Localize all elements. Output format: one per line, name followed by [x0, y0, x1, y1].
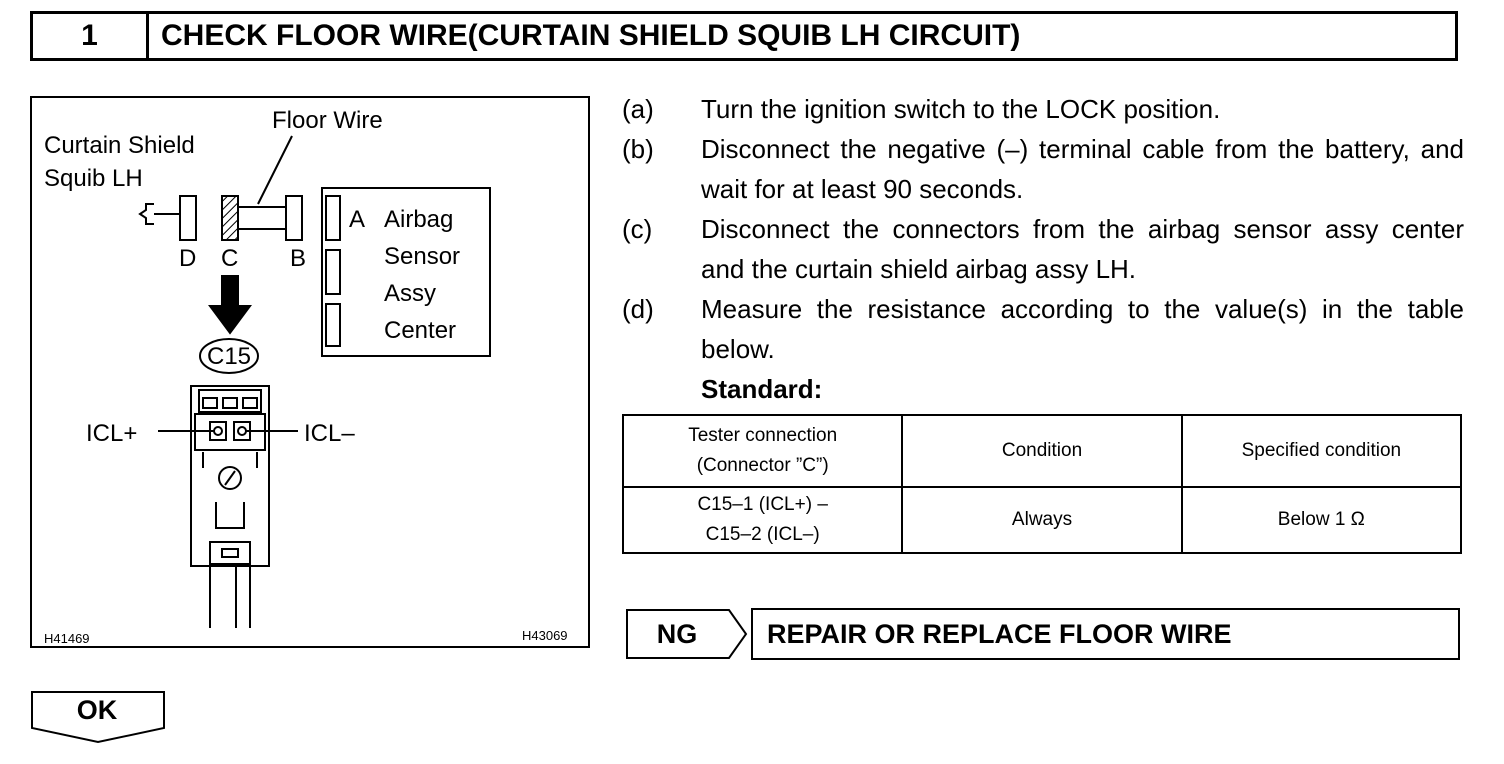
- step-c: (c) Disconnect the connectors from the a…: [622, 209, 1464, 289]
- figure-code-right: H43069: [522, 628, 568, 643]
- header-tester-line1: Tester connection: [688, 425, 838, 446]
- figure-code-left: H41469: [44, 631, 90, 646]
- step-title: CHECK FLOOR WIRE(CURTAIN SHIELD SQUIB LH…: [161, 19, 1021, 52]
- step-text: Disconnect the negative (–) terminal cab…: [701, 134, 1464, 204]
- header-tester-line2: (Connector ”C”): [696, 455, 829, 476]
- ng-action-box: REPAIR OR REPLACE FLOOR WIRE: [751, 608, 1460, 660]
- curtain-shield-label: Curtain Shield: [44, 132, 195, 159]
- airbag-sensor-box: [321, 187, 491, 357]
- step-text: Disconnect the connectors from the airba…: [701, 214, 1464, 284]
- sensor-connector-2: [325, 249, 341, 295]
- icl-minus-label: ICL–: [304, 420, 355, 447]
- center-label: Center: [384, 317, 456, 344]
- connector-a-label: A: [349, 206, 365, 233]
- step-number: 1: [33, 14, 149, 58]
- sensor-label: Sensor: [384, 243, 460, 270]
- connector-b-shape: [285, 195, 303, 241]
- connector-d-shape: [179, 195, 197, 241]
- step-letter: (b): [622, 134, 654, 164]
- ng-action-text: REPAIR OR REPLACE FLOOR WIRE: [767, 618, 1232, 649]
- down-arrow-icon: [208, 275, 252, 335]
- step-d: (d) Measure the resistance according to …: [622, 289, 1464, 369]
- c15-connector-drawing: [190, 385, 270, 628]
- step-b: (b) Disconnect the negative (–) terminal…: [622, 129, 1464, 209]
- figure-border: [30, 96, 590, 648]
- sensor-connector-3: [325, 303, 341, 347]
- step-letter: (c): [622, 214, 653, 244]
- ng-arrow-icon: [626, 609, 748, 659]
- table-row: C15–1 (ICL+) – C15–2 (ICL–) Always Below…: [621, 486, 1463, 554]
- cell-tester-connection: C15–1 (ICL+) – C15–2 (ICL–): [621, 486, 904, 554]
- sensor-connector-a: [325, 195, 341, 241]
- ok-arrow-icon: [31, 691, 165, 744]
- procedure-steps: (a) Turn the ignition switch to the LOCK…: [622, 89, 1464, 409]
- squib-lh-label: Squib LH: [44, 165, 143, 192]
- connector-c-shape: [221, 195, 239, 241]
- ng-label: NG: [656, 618, 698, 649]
- cell-tester-line2: C15–2 (ICL–): [705, 524, 820, 545]
- table-header-row: Tester connection (Connector ”C”) Condit…: [621, 414, 1463, 488]
- connector-id-label: C15: [207, 343, 251, 370]
- step-text: Turn the ignition switch to the LOCK pos…: [701, 94, 1221, 124]
- assy-label: Assy: [384, 280, 436, 307]
- ok-label: OK: [76, 694, 118, 725]
- header-condition: Condition: [901, 414, 1183, 488]
- step-letter: (a): [622, 94, 654, 124]
- floor-wire-body: [237, 206, 287, 230]
- airbag-label: Airbag: [384, 206, 453, 233]
- connector-d-label: D: [179, 245, 196, 272]
- standard-label: Standard:: [701, 374, 823, 404]
- cell-specified-condition: Below 1 Ω: [1180, 486, 1463, 554]
- wiring-diagram: Curtain Shield Squib LH Floor Wire D C B…: [30, 96, 590, 648]
- step-letter: (d): [622, 294, 654, 324]
- connector-b-label: B: [290, 245, 306, 272]
- cell-condition: Always: [901, 486, 1183, 554]
- c15-oval: [199, 338, 259, 374]
- resistance-table: Tester connection (Connector ”C”) Condit…: [621, 414, 1463, 554]
- wiring-figure: Curtain Shield Squib LH Floor Wire D C B…: [30, 96, 590, 648]
- floor-wire-leader: [257, 135, 293, 205]
- step-a: (a) Turn the ignition switch to the LOCK…: [622, 89, 1464, 129]
- connector-c-label: C: [221, 245, 238, 272]
- floor-wire-label: Floor Wire: [272, 107, 383, 134]
- icl-plus-label: ICL+: [86, 420, 137, 447]
- header-tester-connection: Tester connection (Connector ”C”): [621, 414, 904, 488]
- header-specified-condition: Specified condition: [1180, 414, 1463, 488]
- step-header: 1 CHECK FLOOR WIRE(CURTAIN SHIELD SQUIB …: [30, 11, 1458, 61]
- cell-tester-line1: C15–1 (ICL+) –: [697, 494, 828, 515]
- step-text: Measure the resistance according to the …: [701, 294, 1464, 364]
- squib-plug-icon: [138, 203, 154, 225]
